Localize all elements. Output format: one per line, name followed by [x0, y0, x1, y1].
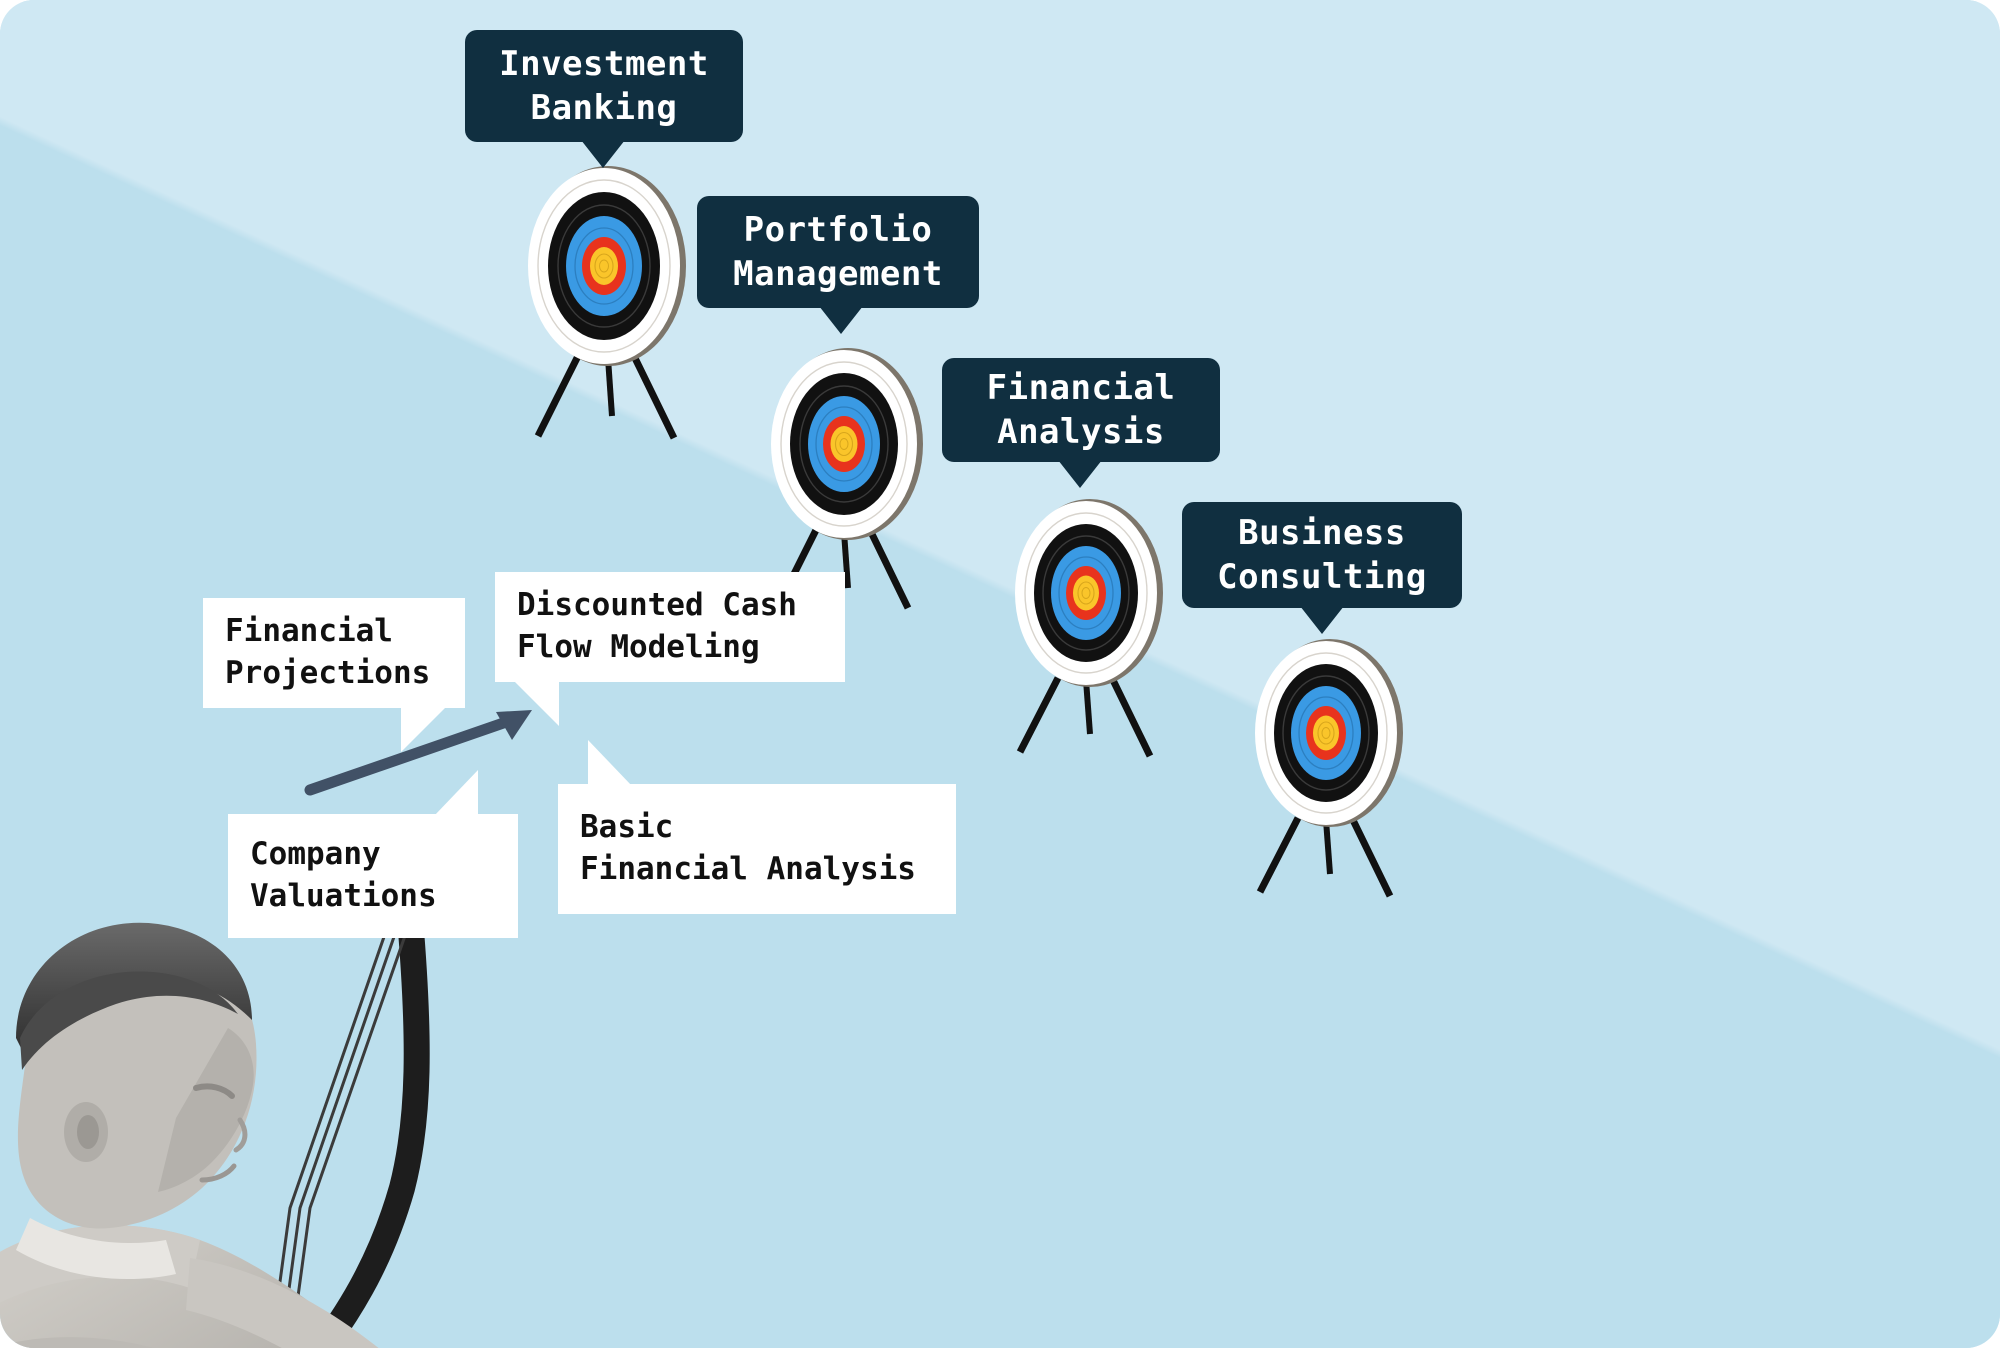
target-portfolio-management: [758, 348, 930, 628]
note-basic-financial-analysis[interactable]: Basic Financial Analysis: [558, 740, 956, 914]
target-face: [528, 166, 686, 366]
bubble-financial-analysis[interactable]: Financial Analysis: [942, 358, 1220, 488]
bubble-tail: [1300, 606, 1344, 634]
bubble-label-investment-banking: Investment Banking: [499, 43, 709, 128]
archer-head: [16, 922, 257, 1280]
target-face: [1255, 639, 1403, 827]
archer-figure: [0, 788, 460, 1348]
bubble-tail: [581, 140, 625, 168]
note-label-basic-financial-analysis: Basic Financial Analysis: [580, 809, 916, 887]
note-tail: [434, 770, 478, 816]
note-label-company-valuations: Company Valuations: [250, 836, 437, 914]
target-investment-banking: [516, 166, 696, 456]
target-stand-legs: [1256, 816, 1394, 898]
target-face: [1015, 499, 1163, 687]
bow-strings: [269, 907, 416, 1348]
note-company-valuations[interactable]: Company Valuations: [228, 770, 518, 938]
note-tail: [401, 706, 447, 752]
note-label-discounted-cash-flow-modeling: Discounted Cash Flow Modeling: [517, 587, 797, 665]
note-discounted-cash-flow-modeling[interactable]: Discounted Cash Flow Modeling: [495, 572, 845, 726]
bow: [305, 905, 430, 1348]
target-business-consulting: [1242, 638, 1412, 914]
bubble-business-consulting[interactable]: Business Consulting: [1182, 502, 1462, 634]
note-label-financial-projections: Financial Projections: [225, 613, 431, 691]
bubble-investment-banking[interactable]: Investment Banking: [465, 30, 743, 168]
note-tail: [588, 740, 632, 786]
target-financial-analysis: [1002, 498, 1172, 774]
note-financial-projections[interactable]: Financial Projections: [203, 598, 465, 752]
note-tail: [513, 680, 559, 726]
bubble-label-business-consulting: Business Consulting: [1217, 512, 1427, 597]
target-stand-legs: [1016, 676, 1154, 758]
bubble-label-portfolio-management: Portfolio Management: [733, 209, 943, 294]
target-stand-legs: [534, 354, 678, 440]
bubble-tail: [819, 306, 863, 334]
bubble-tail: [1058, 460, 1102, 488]
archer-arm: [186, 1258, 379, 1348]
bubble-portfolio-management[interactable]: Portfolio Management: [697, 196, 979, 334]
bubble-label-financial-analysis: Financial Analysis: [986, 367, 1176, 452]
target-face: [771, 348, 923, 540]
